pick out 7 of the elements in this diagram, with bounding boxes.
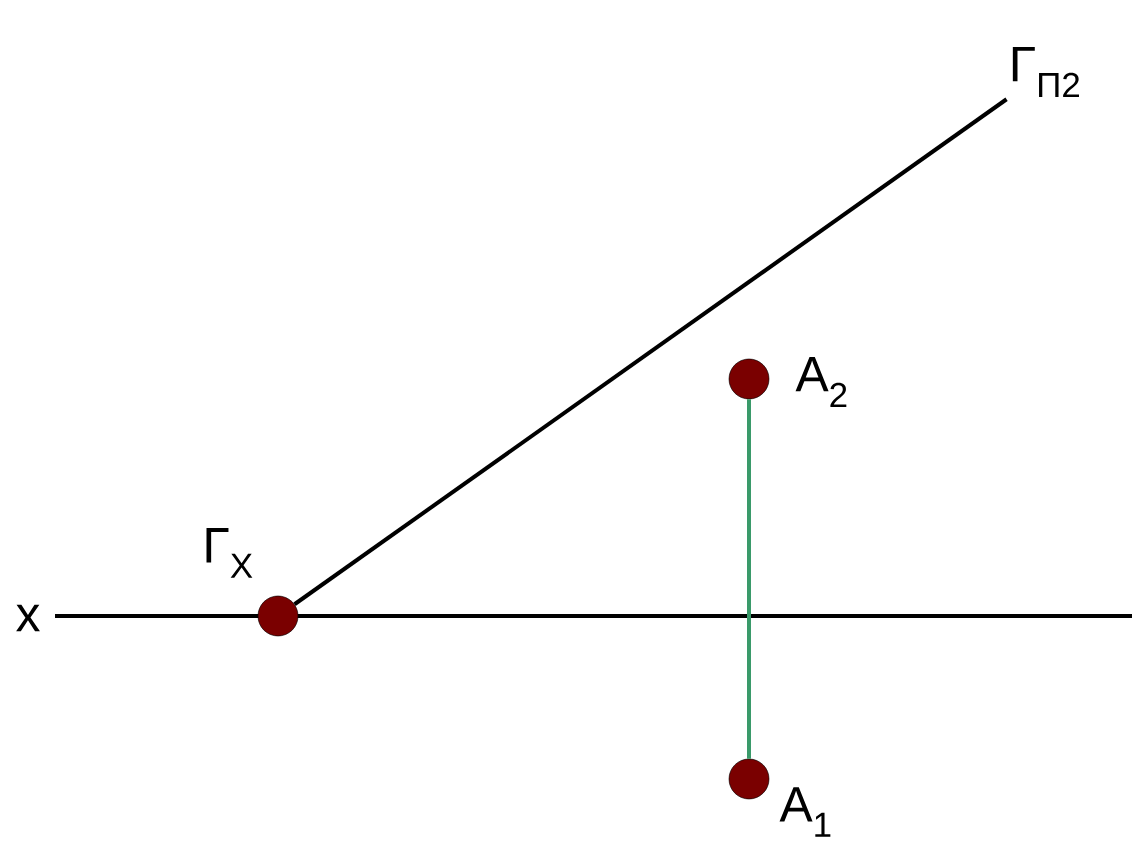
axis-label: x xyxy=(16,604,40,632)
point-label: A$_{1}$ xyxy=(779,787,831,837)
line xyxy=(293,97,1008,606)
point-label: Γ$_{X}$ xyxy=(206,528,253,578)
line xyxy=(747,399,751,759)
point-label: A$_{2}$ xyxy=(795,356,847,408)
trace-label: Γ$_{Π2}$ xyxy=(1012,46,1079,98)
